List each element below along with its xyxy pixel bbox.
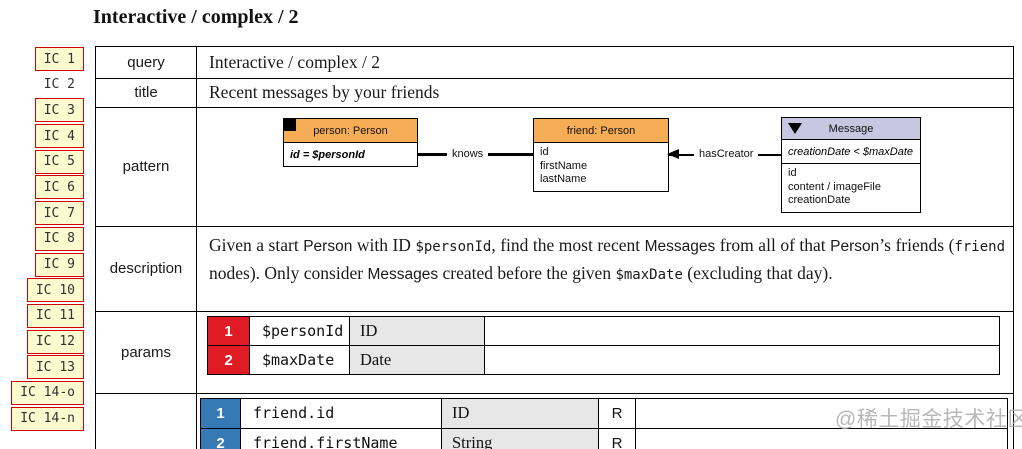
result-flag: R <box>598 427 636 449</box>
result-row-2: 2 friend.firstName String R <box>200 427 1008 449</box>
param-row-1: 1 $personId ID <box>207 316 1000 346</box>
sidebar-link-ic10[interactable]: IC 10 <box>26 278 84 303</box>
desc-part: nodes). Only consider <box>209 262 368 283</box>
desc-part: ’s friends ( <box>879 234 955 255</box>
square-marker-icon <box>282 117 296 131</box>
sidebar-link-ic12[interactable]: IC 12 <box>26 329 84 354</box>
hascreator-edge-label: hasCreator <box>694 148 759 160</box>
sidebar-item-ic2-current: IC 2 <box>43 77 75 93</box>
sidebar-link-ic4[interactable]: IC 4 <box>34 124 84 149</box>
description-row-label: description <box>96 226 197 311</box>
friend-node-header: friend: Person <box>533 118 669 143</box>
result-flag: R <box>598 397 636 429</box>
param-name: $maxDate <box>249 345 350 375</box>
page-title: Interactive / complex / 2 <box>93 6 299 28</box>
params-row: params 1 $personId ID 2 $maxDate Date <box>96 312 1013 394</box>
sidebar-link-ic1[interactable]: IC 1 <box>34 47 84 71</box>
desc-part: , find the most recent <box>491 234 645 255</box>
title-row-label: title <box>96 78 197 107</box>
sidebar-link-ic13[interactable]: IC 13 <box>26 355 84 380</box>
results-table: 1 friend.id ID R 2 friend.firstName Stri… <box>200 397 1008 449</box>
param-row-2: 2 $maxDate Date <box>207 345 1000 375</box>
friend-node-title: friend: Person <box>566 124 636 137</box>
desc-part: $maxDate <box>615 266 683 283</box>
result-type: ID <box>441 397 599 429</box>
message-node: Message creationDate < $maxDate id conte… <box>781 117 921 213</box>
arrowhead-icon <box>667 149 679 159</box>
result-value-cell <box>635 427 1008 449</box>
knows-edge-label: knows <box>447 148 489 160</box>
title-value: Recent messages by your friends <box>209 82 440 103</box>
watermark-text: @稀土掘金技术社区 <box>835 408 1022 431</box>
param-value-cell <box>484 316 1000 346</box>
person-node-title: person: Person <box>313 124 388 137</box>
desc-part: Given a start <box>209 234 304 255</box>
param-index: 2 <box>207 345 250 375</box>
param-name: $personId <box>249 316 350 346</box>
result-name: friend.id <box>240 397 442 429</box>
message-node-constraint: creationDate < $maxDate <box>781 140 921 164</box>
params-table: 1 $personId ID 2 $maxDate Date <box>207 316 1000 375</box>
result-type: String <box>441 427 599 449</box>
results-row: 1 friend.id ID R 2 friend.firstName Stri… <box>96 393 1013 449</box>
pattern-row: pattern person: Person id = $personId kn… <box>96 108 1013 227</box>
query-spec-table: query Interactive / complex / 2 title Re… <box>95 46 1014 449</box>
message-node-header: Message <box>781 117 921 140</box>
message-attr: creationDate <box>788 194 851 206</box>
friend-attr: id <box>540 146 549 158</box>
triangle-marker-icon <box>788 123 802 134</box>
desc-part: from all of that <box>715 234 831 255</box>
pattern-diagram: person: Person id = $personId knows frie… <box>197 108 1013 226</box>
param-type: Date <box>349 345 485 375</box>
param-value-cell <box>484 345 1000 375</box>
title-row: title Recent messages by your friends <box>96 78 1013 108</box>
sidebar-link-ic3[interactable]: IC 3 <box>34 98 84 123</box>
friend-attr: lastName <box>540 173 587 185</box>
desc-part: (excluding that day). <box>682 262 833 283</box>
desc-part: Messages <box>644 237 716 255</box>
result-index: 2 <box>200 427 241 449</box>
description-text: Given a start Person with ID $personId, … <box>197 227 1013 288</box>
query-row: query Interactive / complex / 2 <box>96 47 1013 79</box>
friend-node-attrs: id firstName lastName <box>533 143 669 192</box>
param-index: 1 <box>207 316 250 346</box>
sidebar-link-ic14n[interactable]: IC 14-n <box>11 406 84 431</box>
message-attr: content / imageFile <box>788 180 881 193</box>
sidebar-link-ic5[interactable]: IC 5 <box>34 149 84 174</box>
friend-attr: firstName <box>540 159 588 172</box>
param-type: ID <box>349 316 485 346</box>
desc-part: Person <box>830 237 880 255</box>
query-value: Interactive / complex / 2 <box>209 51 381 72</box>
sidebar-link-ic7[interactable]: IC 7 <box>34 201 84 226</box>
results-row-label <box>96 393 197 449</box>
sidebar-link-ic9[interactable]: IC 9 <box>34 252 84 277</box>
result-value-cell <box>635 397 1008 429</box>
params-row-label: params <box>96 312 197 393</box>
message-node-attrs: id content / imageFile creationDate <box>781 164 921 213</box>
description-row: description Given a start Person with ID… <box>96 226 1013 312</box>
person-node-constraint: id = $personId <box>283 143 418 167</box>
sidebar-link-ic8[interactable]: IC 8 <box>34 226 84 251</box>
message-attr: id <box>788 167 797 179</box>
pattern-row-label: pattern <box>96 108 197 226</box>
result-name: friend.firstName <box>240 427 442 449</box>
desc-part: with ID <box>352 234 416 255</box>
person-node: person: Person id = $personId <box>282 117 418 167</box>
desc-part: $personId <box>415 238 492 255</box>
desc-part: Messages <box>367 265 439 283</box>
query-row-label: query <box>96 47 197 78</box>
sidebar-link-ic6[interactable]: IC 6 <box>34 175 84 200</box>
desc-part: Person <box>303 237 353 255</box>
friend-node: friend: Person id firstName lastName <box>533 118 669 192</box>
person-node-header: person: Person <box>282 117 418 143</box>
query-link-sidebar: IC 1 IC 2 IC 3 IC 4 IC 5 IC 6 IC 7 IC 8 … <box>0 47 84 431</box>
sidebar-link-ic14o[interactable]: IC 14-o <box>11 380 84 405</box>
result-index: 1 <box>200 397 241 429</box>
desc-part: created before the given <box>438 262 616 283</box>
desc-part: friend <box>954 238 1005 255</box>
message-node-title: Message <box>828 122 874 135</box>
sidebar-link-ic11[interactable]: IC 11 <box>26 303 84 328</box>
